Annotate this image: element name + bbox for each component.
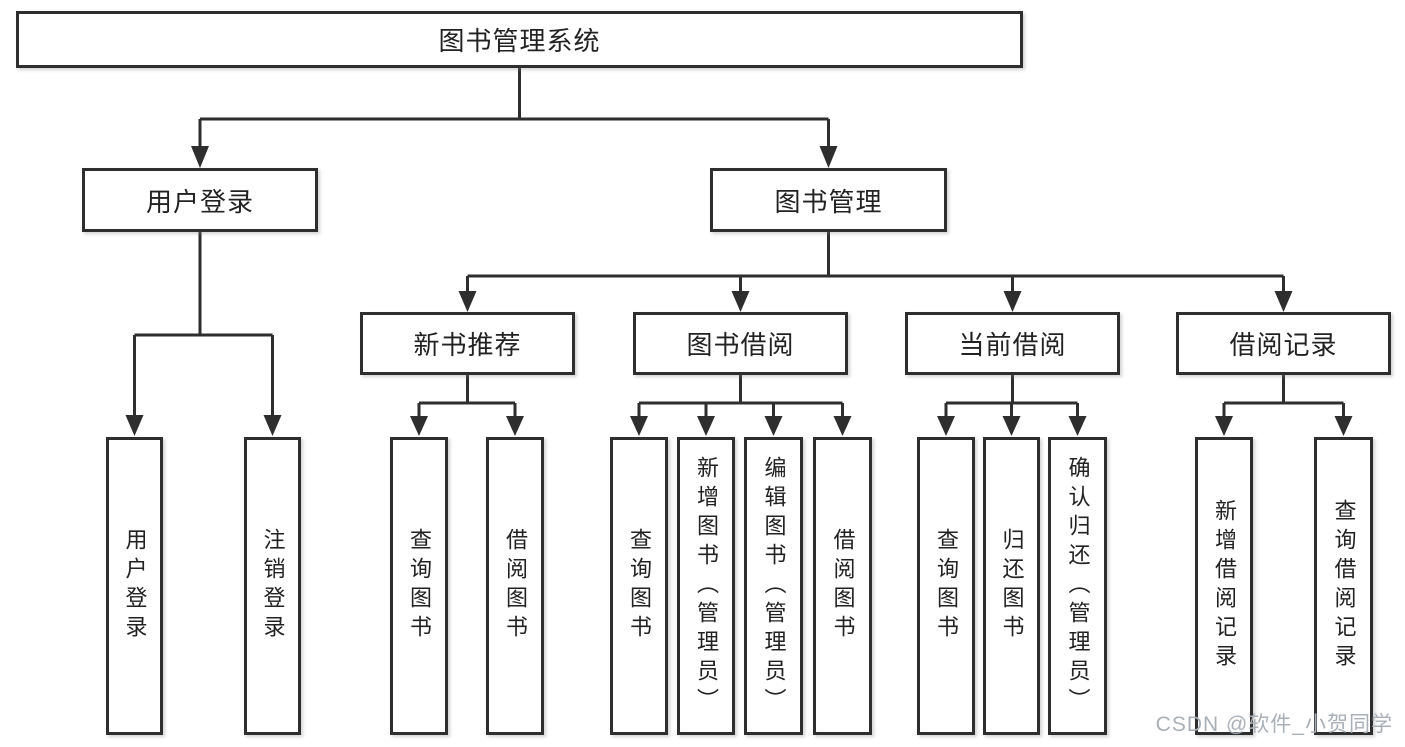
node-label: 图书借阅 — [686, 330, 795, 360]
csdn-watermark: CSDN @软件_小贺同学 — [1155, 713, 1393, 736]
node-user-login: 用户登录 — [82, 168, 318, 232]
leaf-query-books-current: 查询图书 — [917, 437, 975, 735]
node-label: 查询图书 — [627, 528, 652, 644]
leaf-borrow-books-recommend: 借阅图书 — [486, 437, 544, 735]
node-label: 图书管理系统 — [438, 26, 601, 56]
node-label: 新增图书（管理员） — [694, 455, 719, 717]
leaf-query-books-recommend: 查询图书 — [390, 437, 448, 735]
node-label: 新增借阅记录 — [1212, 499, 1237, 673]
node-label: 查询借阅记录 — [1331, 499, 1357, 673]
node-label: 查询图书 — [934, 528, 959, 644]
node-label: 当前借阅 — [958, 330, 1067, 360]
leaf-user-login: 用户登录 — [106, 437, 163, 735]
node-book-management: 图书管理 — [710, 168, 947, 232]
node-label: 编辑图书（管理员） — [761, 455, 787, 717]
node-label: 图书管理 — [774, 186, 883, 217]
node-label: 新书推荐 — [413, 330, 522, 360]
node-label: 用户登录 — [122, 528, 148, 644]
node-borrowing-records: 借阅记录 — [1176, 312, 1391, 375]
node-library-management-system: 图书管理系统 — [16, 11, 1023, 68]
node-label: 确认归还（管理员） — [1065, 455, 1091, 717]
node-label: 借阅图书 — [503, 528, 528, 644]
node-label: 注销登录 — [260, 528, 286, 644]
leaf-return-books: 归还图书 — [983, 437, 1040, 735]
leaf-add-borrow-record: 新增借阅记录 — [1195, 437, 1253, 735]
node-current-borrowing: 当前借阅 — [905, 312, 1120, 375]
leaf-edit-books-admin: 编辑图书（管理员） — [744, 437, 803, 735]
leaf-query-books-borrow: 查询图书 — [610, 437, 668, 735]
node-label: 查询图书 — [407, 528, 432, 644]
node-label: 归还图书 — [999, 528, 1025, 644]
node-label: 用户登录 — [145, 186, 254, 217]
node-label: 借阅记录 — [1229, 330, 1338, 360]
node-new-book-recommendation: 新书推荐 — [360, 312, 575, 375]
leaf-logout: 注销登录 — [244, 437, 301, 735]
leaf-borrow-books: 借阅图书 — [813, 437, 872, 735]
node-label: 借阅图书 — [830, 528, 856, 644]
node-book-borrowing: 图书借阅 — [633, 312, 848, 375]
leaf-add-books-admin: 新增图书（管理员） — [677, 437, 735, 735]
leaf-confirm-return-admin: 确认归还（管理员） — [1048, 437, 1107, 735]
leaf-query-borrow-record: 查询借阅记录 — [1314, 437, 1373, 735]
